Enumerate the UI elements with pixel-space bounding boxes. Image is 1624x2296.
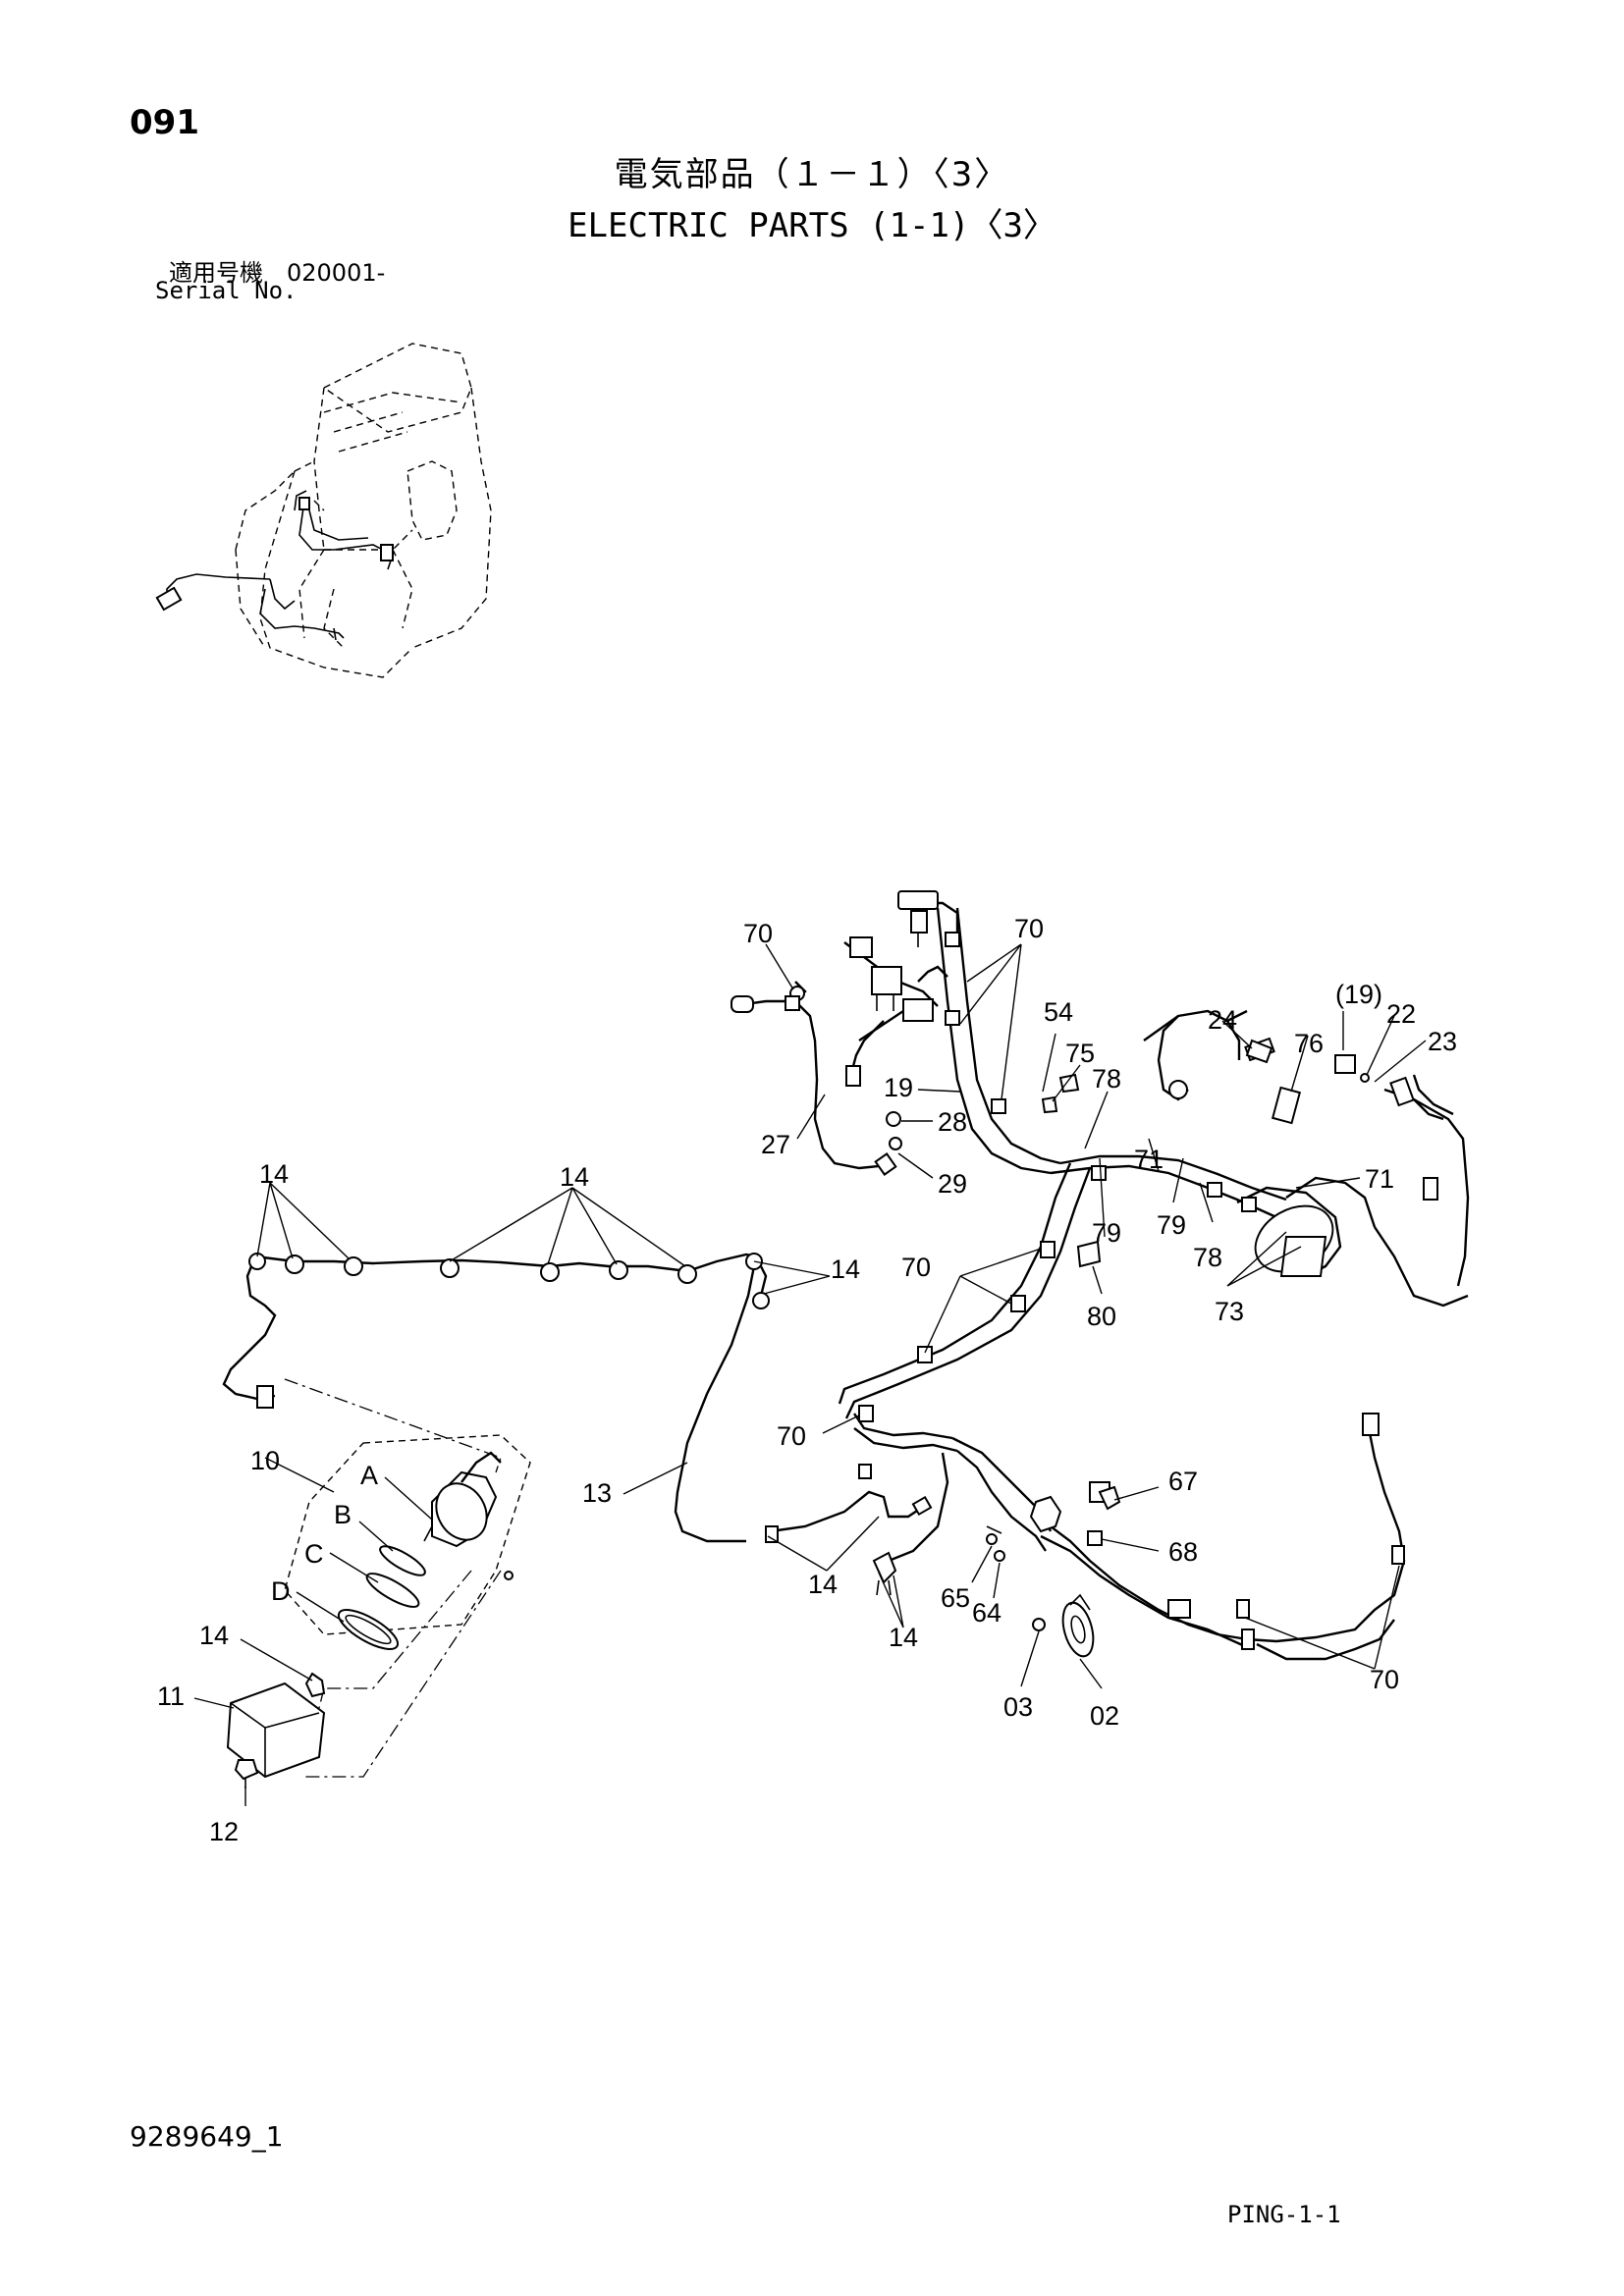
- callout-28: 28: [938, 1107, 967, 1137]
- callout-b: B: [334, 1500, 352, 1529]
- callout-76: 76: [1294, 1029, 1324, 1058]
- callout-14: 14: [808, 1570, 838, 1599]
- page-title-japanese: 電気部品（１－１）〈3〉: [614, 155, 1010, 194]
- callout-d: D: [271, 1576, 291, 1606]
- callout-labels: 70 70 54 75 (19) 22 23 24 76 19 78 27 28…: [157, 914, 1457, 1846]
- harness-clips: [248, 932, 1405, 1619]
- callout-a: A: [360, 1461, 378, 1490]
- callout-78: 78: [1193, 1243, 1222, 1272]
- callout-02: 02: [1090, 1701, 1119, 1731]
- callout-65: 65: [941, 1583, 970, 1613]
- callout-70: 70: [901, 1253, 931, 1282]
- callout-10: 10: [250, 1446, 280, 1475]
- callout-71: 71: [1134, 1145, 1164, 1174]
- callout-leaders: [193, 943, 1427, 1806]
- work-lamp-assembly: [226, 1378, 531, 1789]
- callout-19: 19: [884, 1073, 913, 1102]
- callout-12: 12: [209, 1817, 239, 1846]
- callout-22: 22: [1386, 999, 1416, 1029]
- callout-67: 67: [1168, 1467, 1198, 1496]
- callout-14: 14: [259, 1159, 289, 1189]
- sheet-id: PING-1-1: [1227, 2201, 1341, 2228]
- callout-78: 78: [1092, 1064, 1121, 1094]
- callout-14: 14: [199, 1621, 229, 1650]
- callout-70: 70: [1014, 914, 1044, 943]
- callout-79: 79: [1092, 1218, 1121, 1248]
- callout-c: C: [304, 1539, 324, 1569]
- callout-71: 71: [1365, 1164, 1394, 1194]
- drawing-number: 9289649_1: [130, 2120, 284, 2153]
- overview-thumbnail: [155, 343, 492, 678]
- callout-73: 73: [1215, 1297, 1244, 1326]
- callout-11: 11: [157, 1682, 185, 1711]
- serial-label-english: Serial No.: [155, 277, 298, 304]
- wiring-harness: [222, 890, 1470, 1661]
- callout-13: 13: [582, 1478, 612, 1508]
- page-number: 091: [130, 103, 199, 142]
- callout-14: 14: [560, 1162, 589, 1192]
- callout-14: 14: [831, 1255, 860, 1284]
- callout-29: 29: [938, 1169, 967, 1199]
- callout-79: 79: [1157, 1210, 1186, 1240]
- callout-19-reference: (19): [1335, 980, 1382, 1009]
- callout-54: 54: [1044, 997, 1073, 1027]
- serial-label-japanese: 適用号機 020001-: [169, 259, 386, 287]
- callout-27: 27: [761, 1130, 790, 1159]
- callout-03: 03: [1003, 1692, 1033, 1722]
- callout-70: 70: [743, 919, 773, 948]
- callout-14: 14: [889, 1623, 918, 1652]
- callout-70: 70: [1370, 1665, 1399, 1694]
- callout-23: 23: [1428, 1027, 1457, 1056]
- callout-75: 75: [1065, 1039, 1095, 1068]
- page-title-english: ELECTRIC PARTS (1-1)〈3〉: [568, 206, 1056, 245]
- callout-24: 24: [1208, 1005, 1237, 1035]
- callout-80: 80: [1087, 1302, 1116, 1331]
- callout-68: 68: [1168, 1537, 1198, 1567]
- callout-64: 64: [972, 1598, 1001, 1628]
- callout-70: 70: [777, 1421, 806, 1451]
